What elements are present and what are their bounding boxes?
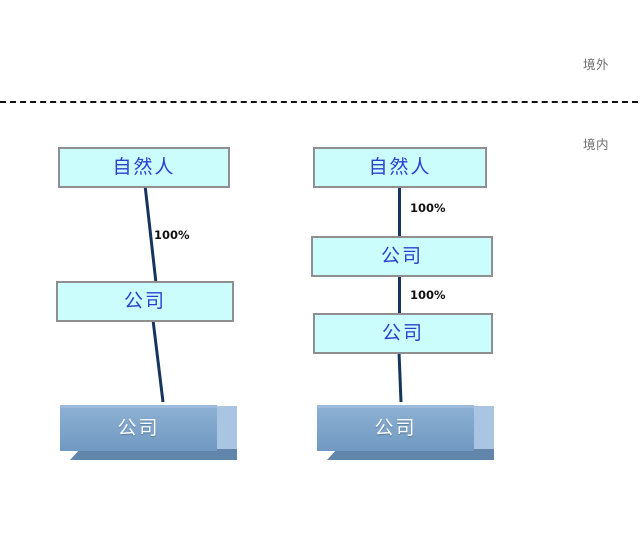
edge-label-right-2: 100%: [410, 288, 446, 302]
connector-right-1: [398, 187, 401, 237]
box3d-bottom-face: [327, 449, 494, 460]
box3d-top-bevel: [60, 405, 217, 408]
node-left-natural-person[interactable]: 自然人: [58, 147, 230, 188]
connector-left-2: [151, 319, 165, 403]
box3d-top-bevel: [317, 405, 474, 408]
connector-left-1: [143, 184, 158, 284]
node-label: 自然人: [368, 156, 432, 178]
edge-label-left-1: 100%: [154, 228, 190, 242]
offshore-onshore-divider-line: [0, 101, 638, 103]
box3d-front-face: 公司: [60, 406, 217, 451]
node-label: 公司: [381, 322, 424, 344]
node-label: 公司: [380, 245, 423, 267]
node-label: 自然人: [112, 156, 176, 178]
node-right-natural-person[interactable]: 自然人: [313, 147, 487, 188]
region-label-offshore: 境外: [583, 57, 610, 72]
node-right-company-bottom[interactable]: 公司: [317, 398, 495, 468]
connector-right-2: [398, 276, 401, 314]
connector-right-3: [397, 351, 403, 403]
box3d-side-face: [472, 406, 494, 454]
node-left-company-mid[interactable]: 公司: [56, 281, 234, 322]
box3d-side-face: [215, 406, 237, 454]
node-label: 公司: [123, 290, 166, 312]
edge-label-right-1: 100%: [410, 201, 446, 215]
node-right-company-mid-2[interactable]: 公司: [313, 313, 493, 354]
node-label: 公司: [374, 417, 417, 439]
node-right-company-mid-1[interactable]: 公司: [311, 236, 493, 277]
box3d-front-face: 公司: [317, 406, 474, 451]
node-label: 公司: [117, 417, 160, 439]
node-left-company-bottom[interactable]: 公司: [60, 398, 238, 468]
region-label-onshore: 境内: [583, 137, 610, 152]
box3d-bottom-face: [70, 449, 237, 460]
